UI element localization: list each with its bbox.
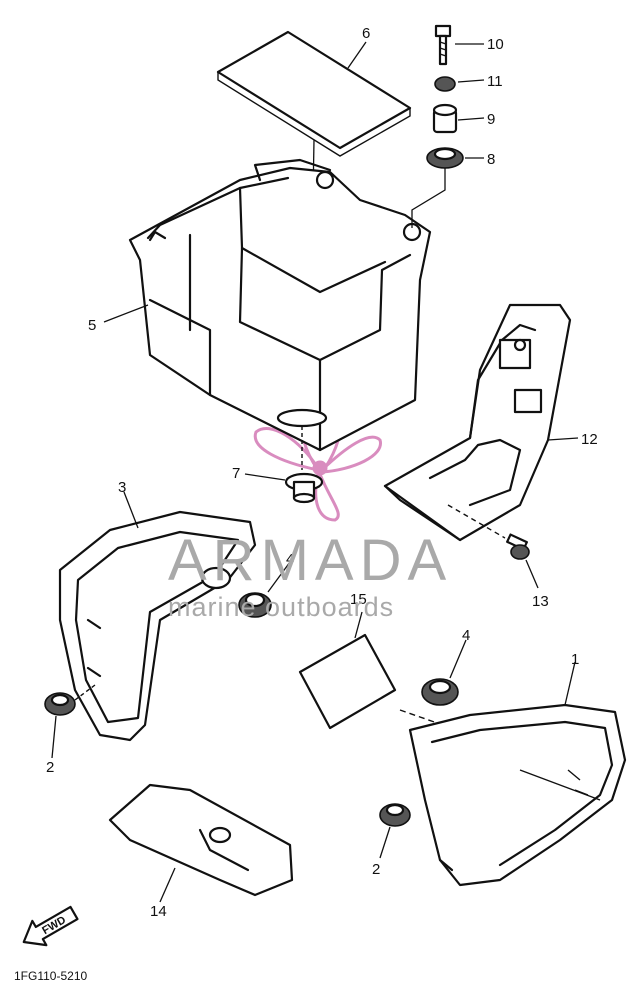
callout-2-right: 2 (372, 861, 380, 878)
part-12-bracket (383, 303, 572, 542)
part-2-grommet-left (44, 684, 96, 716)
callout-5: 5 (88, 317, 96, 334)
callout-12: 12 (581, 431, 598, 448)
callout-9: 9 (487, 111, 495, 128)
callout-10: 10 (487, 36, 504, 53)
part-4-grommet-upper (238, 592, 272, 618)
fwd-arrow-icon: FWD (22, 905, 79, 947)
callout-3: 3 (118, 479, 126, 496)
callout-15: 15 (350, 591, 367, 608)
callout-11: 11 (487, 73, 503, 90)
part-7-grommet (276, 408, 328, 504)
part-code: 1FG110-5210 (14, 969, 87, 983)
callout-labels: 6 10 11 9 8 5 7 12 3 4 13 15 4 1 2 2 14 (46, 25, 598, 920)
part-13-bolt (447, 504, 530, 560)
part-5-battery-box (128, 158, 432, 452)
callout-14: 14 (150, 903, 167, 920)
callout-1: 1 (571, 651, 579, 668)
part-10-bolt (434, 24, 452, 66)
part-6-top-pad (216, 30, 412, 256)
part-2-grommet-right (379, 803, 411, 827)
callout-8: 8 (487, 151, 495, 168)
part-15-label (298, 611, 397, 730)
part-11-nut (434, 76, 456, 92)
part-8-damper (411, 147, 464, 228)
callout-6: 6 (362, 25, 370, 42)
callout-13: 13 (532, 593, 549, 610)
watermark-brand: ARMADA (168, 528, 452, 593)
callout-leaders (51, 41, 579, 903)
watermark-tagline: marine outboards (168, 592, 394, 622)
callout-4-upper: 4 (286, 551, 294, 568)
part-3-left-cover (58, 510, 257, 742)
callout-2-left: 2 (46, 759, 54, 776)
callout-4-lower: 4 (462, 627, 470, 644)
part-1-right-cover (408, 703, 627, 887)
part-9-collar (432, 103, 458, 134)
part-14-tool-pouch (108, 783, 294, 897)
callout-7: 7 (232, 465, 240, 482)
